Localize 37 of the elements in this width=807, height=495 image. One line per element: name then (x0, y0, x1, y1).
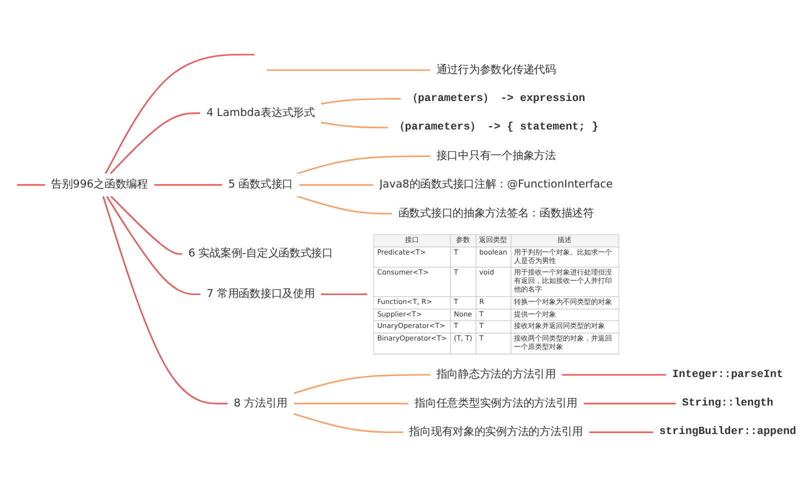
connector (110, 112, 200, 174)
node-text: 5 函数式接口 (228, 178, 293, 191)
node-text: 通过行为参数化传递代码 (436, 64, 556, 76)
node-text: 函数式接口的抽象方法签名：函数描述符 (398, 207, 594, 220)
connector (154, 184, 222, 186)
node-text: Integer::parseInt (672, 368, 784, 381)
connector (320, 293, 368, 296)
node-text: （parameters） -> { statement; } (394, 120, 598, 134)
connector (17, 184, 45, 186)
connector (562, 374, 666, 376)
connector (296, 195, 392, 214)
connector (589, 431, 654, 434)
node-text: 4 Lambda表达式形式 (206, 106, 315, 119)
node-text: stringBuilder::append (659, 426, 796, 438)
node-text: 接口中只有一个抽象方法 (436, 150, 556, 162)
connector (294, 374, 430, 394)
connector (294, 413, 403, 434)
connector (294, 402, 408, 404)
node-text: 告别996之函数编程 (51, 178, 148, 191)
node-text: 指向任意类型实例方法的方法引用 (414, 396, 578, 410)
node-text: 6 实战案例-自定义函数式接口 (188, 247, 333, 260)
node-text: 7 常用函数接口及使用 (206, 288, 315, 300)
connector (104, 54, 254, 174)
node-text: String::length (682, 396, 774, 410)
connector (106, 196, 200, 296)
node-text: 指向现有对象的实例方法的方法引用 (409, 426, 583, 438)
node-text: （parameters） -> expression (407, 92, 586, 105)
connector (299, 184, 374, 186)
connector (320, 98, 401, 105)
connector (266, 69, 430, 71)
connector (584, 402, 676, 404)
connector (110, 196, 182, 255)
connector (296, 155, 430, 174)
connector (102, 196, 228, 404)
connector (320, 122, 388, 128)
node-text: 8 方法引用 (234, 396, 288, 410)
node-text: 指向静态方法的方法引用 (436, 368, 556, 381)
